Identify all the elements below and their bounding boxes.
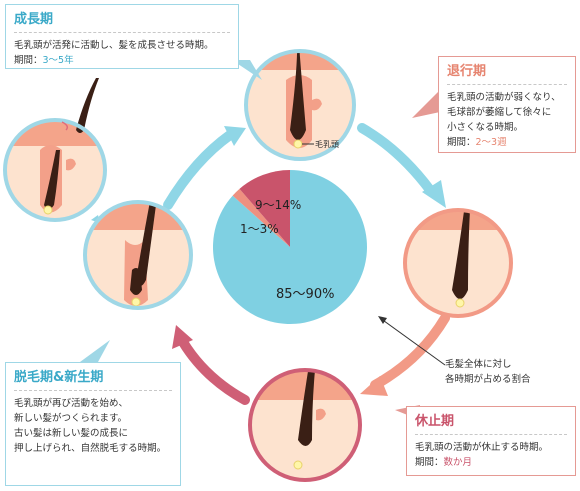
telogen-period-value: 数か月 (443, 457, 473, 468)
pointer-growth-box (232, 60, 262, 80)
pie-note: 毛髪全体に対し 各時期が占める割合 (445, 359, 531, 385)
note-pointer-line (379, 317, 446, 366)
period-label: 期間： (14, 55, 43, 66)
telogen-phase-description: 毛乳頭の活動が休止する時期。 (415, 442, 549, 453)
arrow-catagen-to-telogen (370, 313, 450, 390)
pie-slice-telogen (239, 170, 290, 247)
hair-follicle-telogen (250, 370, 360, 480)
growth-phase-period: 期間：3〜5年 (14, 53, 230, 68)
pie-label-catagen: 1〜3% (240, 222, 279, 236)
hair-follicle-shedding (5, 120, 105, 220)
exogen-phase-description: 毛乳頭が再び活動を始め、 新しい髪がつくられます。 古い髪は新しい髪の成長に 押… (14, 398, 167, 454)
divider (14, 390, 172, 391)
pointer-catagen-box (412, 90, 440, 118)
divider (415, 434, 567, 435)
arrow-head-exogen-to-growth (224, 126, 246, 146)
growth-period-value: 3〜5年 (42, 55, 74, 66)
catagen-phase-period: 期間：2〜3週 (447, 135, 567, 150)
pointer-exogen-box (80, 340, 110, 362)
growth-phase-title: 成長期 (14, 12, 54, 27)
arrow-head-catagen-to-telogen (360, 376, 388, 396)
catagen-phase-description: 毛乳頭の活動が弱くなり、 毛球部が萎縮して徐々に 小さくなる時期。 (447, 92, 561, 133)
arrow-head-growth-to-catagen (422, 180, 446, 208)
growth-phase-description: 毛乳頭が活発に活動し、髪を成長させる時期。 (14, 40, 214, 51)
papilla-label: 毛乳頭 (315, 140, 339, 149)
arrow-head-telogen-to-exogen (172, 325, 193, 349)
telogen-phase-period: 期間：数か月 (415, 455, 567, 470)
shedding-hair (76, 78, 99, 133)
catagen-period-value: 2〜3週 (475, 137, 507, 148)
shedding-mark (61, 121, 69, 131)
divider (447, 84, 567, 85)
catagen-phase-box: 退行期 毛乳頭の活動が弱くなり、 毛球部が萎縮して徐々に 小さくなる時期。 期間… (438, 56, 576, 153)
period-label: 期間： (415, 457, 444, 468)
pie-label-telogen: 9〜14% (255, 198, 302, 212)
pie-label-anagen: 85〜90% (276, 287, 335, 302)
period-label: 期間： (447, 137, 476, 148)
telogen-phase-box: 休止期 毛乳頭の活動が休止する時期。 期間：数か月 (406, 406, 576, 476)
exogen-phase-box: 脱毛期&新生期 毛乳頭が再び活動を始め、 新しい髪がつくられます。 古い髪は新し… (5, 362, 181, 486)
arrow-exogen-to-growth (163, 130, 235, 210)
arrow-telogen-to-exogen (178, 337, 250, 405)
hair-follicle-growth (246, 51, 354, 159)
exogen-phase-title: 脱毛期&新生期 (14, 370, 104, 385)
hair-follicle-catagen (405, 210, 511, 316)
growth-phase-box: 成長期 毛乳頭が活発に活動し、髪を成長させる時期。 期間：3〜5年 (5, 4, 239, 69)
note-pointer-head (378, 316, 387, 324)
arrow-growth-to-catagen (357, 123, 435, 195)
pie-slice-catagen (232, 188, 290, 247)
ratio-pie-chart (212, 170, 367, 324)
divider (14, 32, 230, 33)
telogen-phase-title: 休止期 (415, 414, 455, 429)
catagen-phase-title: 退行期 (447, 64, 487, 79)
